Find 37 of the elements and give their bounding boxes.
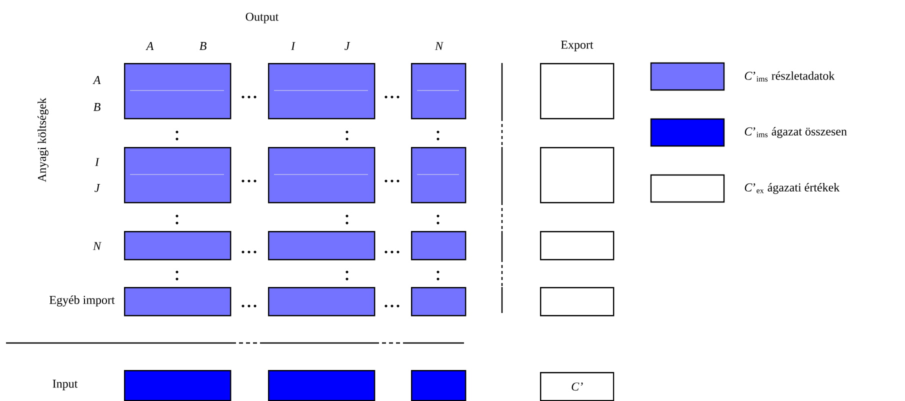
column-label: B <box>199 42 206 50</box>
column-label: A <box>146 42 154 50</box>
matrix-block <box>411 63 466 120</box>
matrix-block <box>268 231 376 260</box>
column-label: I <box>290 42 296 50</box>
matrix-block <box>411 147 466 204</box>
matrix-block <box>268 147 376 204</box>
axis-title: Anyagi költségek <box>38 98 48 182</box>
matrix-block <box>124 370 232 401</box>
matrix-block <box>411 286 466 316</box>
matrix-block <box>124 63 232 120</box>
axis-title: Export <box>561 40 594 52</box>
axis-title: Output <box>246 12 279 24</box>
legend-label: C’$_{ex}$ ágazati értékek <box>744 183 840 194</box>
matrix-block <box>268 370 376 401</box>
column-label: N <box>434 42 444 50</box>
matrix-block <box>124 231 232 260</box>
matrix-block <box>411 231 466 260</box>
legend-label: C’$_{ims}$ részletadatok <box>744 71 835 82</box>
export-box <box>540 231 614 260</box>
row-label: Input <box>52 380 78 390</box>
matrix-block <box>124 286 232 316</box>
row-label: B <box>93 103 100 111</box>
column-label: J <box>344 42 350 50</box>
matrix-block <box>268 63 376 120</box>
export-box <box>540 63 614 120</box>
row-label: I <box>94 158 100 166</box>
export-box: C’ <box>540 372 614 401</box>
legend-label: C’$_{ims}$ ágazat összesen <box>744 127 847 138</box>
matrix-block <box>268 286 376 316</box>
row-label: A <box>92 76 101 84</box>
export-box <box>540 147 614 204</box>
matrix-block <box>411 370 466 401</box>
row-label: J <box>94 184 100 192</box>
row-label: N <box>92 242 102 250</box>
export-box <box>540 286 614 316</box>
matrix-block <box>124 147 232 204</box>
